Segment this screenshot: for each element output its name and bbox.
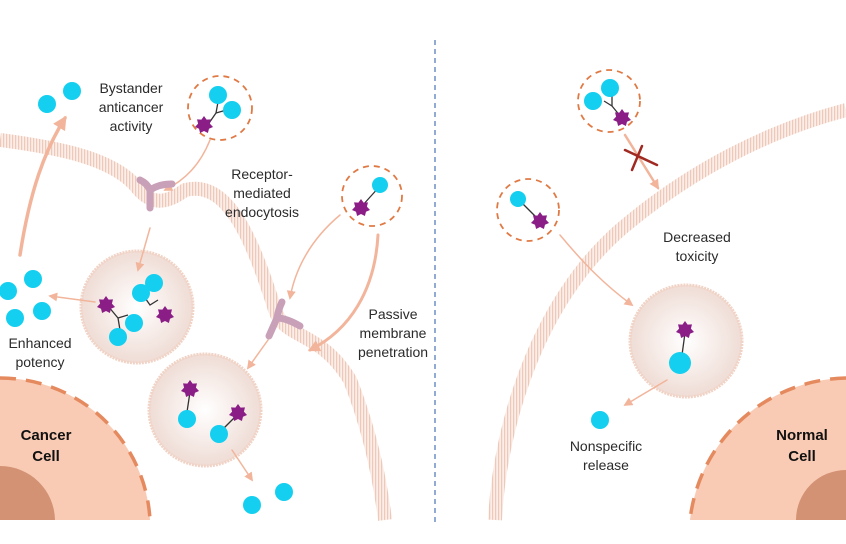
arrow-to-receptor-2 (286, 214, 341, 300)
label-nonspecific-release: Nonspecific release (569, 438, 643, 473)
cancer-cell (0, 376, 152, 521)
arrow-normal-entry (559, 234, 634, 307)
arrow-passive (307, 233, 380, 352)
receptor-icon (265, 298, 304, 340)
endosome-upper (79, 249, 195, 365)
normal-cell (688, 376, 846, 521)
conjugate-carrier (496, 178, 560, 242)
label-enhanced-potency: Enhanced potency (8, 335, 72, 370)
normal-nucleus (796, 470, 846, 520)
arrow-nonspecific (623, 379, 668, 406)
blocked-x-icon (623, 144, 659, 172)
label-passive-penetration: Passive membrane penetration (357, 306, 429, 360)
free-payload (0, 82, 609, 514)
normal-cell-membrane (488, 103, 846, 521)
endosome-normal (628, 283, 744, 399)
arrow-receptor-to-endosome (135, 227, 151, 272)
cancer-cell-membrane (0, 133, 392, 521)
arrow-receptor2-to-endosome (246, 339, 269, 370)
arrow-release-lower (231, 449, 253, 482)
label-cancer-cell: Cancer Cell (20, 427, 72, 465)
label-receptor-endocytosis: Receptor- mediated endocytosis (225, 166, 299, 220)
label-decreased-toxicity: Decreased toxicity (663, 229, 731, 264)
arrow-enhanced (48, 292, 96, 303)
cancer-nucleus (0, 466, 55, 520)
conjugate-carrier (577, 69, 641, 133)
internalized-conjugate (669, 321, 694, 374)
receptor-icon (136, 176, 176, 212)
conjugate-carrier (187, 75, 253, 141)
internalized-conjugate (97, 274, 174, 346)
arrow-blocked (623, 133, 660, 190)
endosome-lower (147, 352, 263, 468)
conjugate-carrier (341, 165, 403, 227)
label-bystander-activity: Bystander anticancer activity (98, 80, 164, 134)
label-normal-cell: Normal Cell (776, 427, 828, 465)
arrow-bystander (18, 115, 67, 257)
internalized-conjugate (178, 380, 247, 443)
